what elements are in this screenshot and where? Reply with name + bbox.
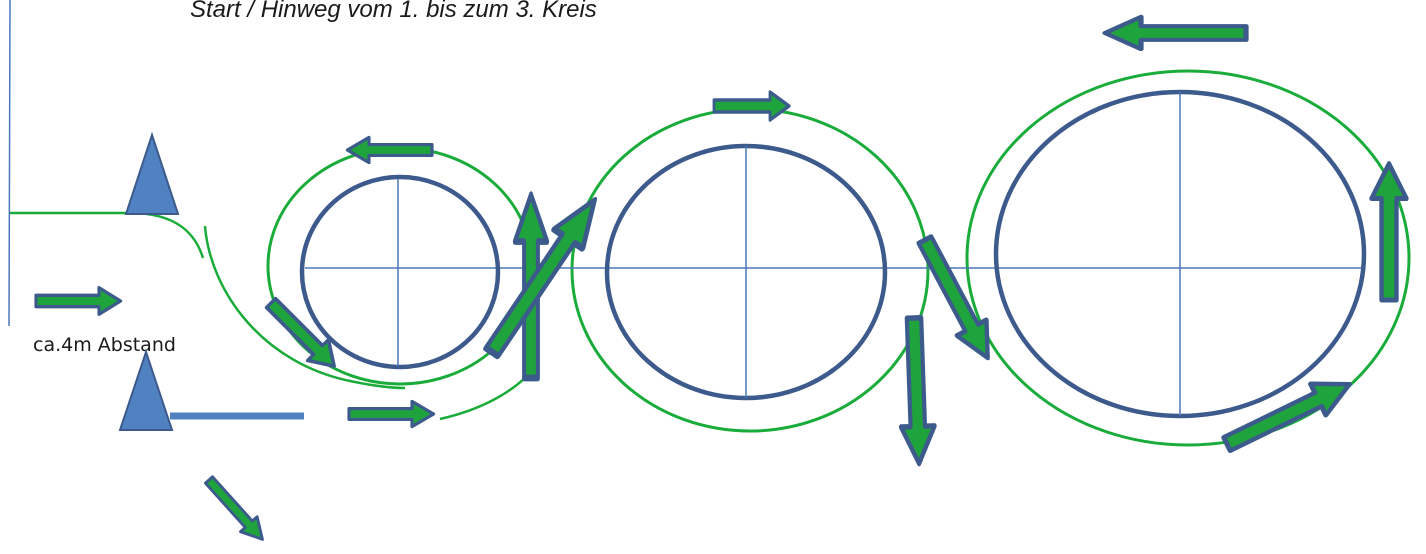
arrow-circle3-bottom [1219,369,1357,460]
arrow-top-left [1105,17,1246,49]
cone-top [124,131,180,215]
distance-label: ca.4m Abstand [33,334,176,356]
green-path-exit [439,367,535,421]
arrow-bottom-left-diagonal [199,471,273,549]
cone-bottom [118,348,174,431]
arrow-start [34,286,123,316]
outer-circle-2 [570,107,930,433]
start-path [10,211,205,259]
arrow-circle1-top [345,135,434,165]
arrow-circle3-up [1372,164,1407,300]
outer-circle-3 [965,69,1411,447]
green-path-lower [203,225,406,390]
left-border-line [8,0,11,327]
inner-circle-1 [299,174,501,370]
arrow-circle2-down [897,317,936,464]
diagram-title: Start / Hinweg vom 1. bis zum 3. Kreis [190,0,597,23]
arrow-gate [347,399,436,429]
arrow-circle2-top [712,90,791,122]
